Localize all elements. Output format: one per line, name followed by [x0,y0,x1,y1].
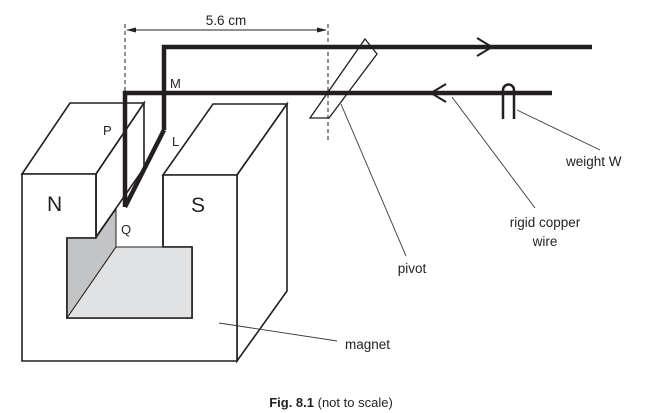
wire-upper-arm [161,44,592,130]
wire-label-line1: rigid copper [510,215,581,230]
caption-figure-number: Fig. 8.1 [269,395,314,410]
n-inner-edge [95,208,117,238]
dimension-label: 5.6 cm [206,13,247,28]
point-L-label: L [172,134,179,149]
pivot [308,37,378,119]
figure-caption: Fig. 8.1 (not to scale) [269,395,393,410]
pivot-label: pivot [398,261,427,276]
wire-segment-QL [122,128,167,209]
south-pole-label: S [191,194,205,217]
wire-lower-arm [122,90,552,207]
pivot-leader [340,103,407,257]
dimension-arrow-left [126,27,136,33]
dimension-5-6cm [124,24,329,142]
current-arrow-left [429,83,447,103]
weight-label: weight W [565,154,622,169]
point-P-label: P [103,123,112,138]
wire-leader [451,96,536,209]
caption-note: (not to scale) [314,395,393,410]
magnet-leader [218,322,338,342]
magnet-label: magnet [345,337,390,352]
rigid-copper-wire [122,37,592,209]
weight-w [501,83,516,119]
gap-outline [66,174,193,319]
dimension-arrow-right [317,27,327,33]
wire-label-line2: wire [532,234,558,249]
point-Q-label: Q [121,222,131,237]
n-top-edge [95,102,145,175]
magnet [20,100,289,364]
north-pole-label: N [47,193,62,216]
point-M-label: M [170,76,181,91]
s-top-edge [236,103,288,176]
weight-leader [516,109,601,151]
pivot-block [308,37,378,119]
current-arrow-right [476,37,494,57]
